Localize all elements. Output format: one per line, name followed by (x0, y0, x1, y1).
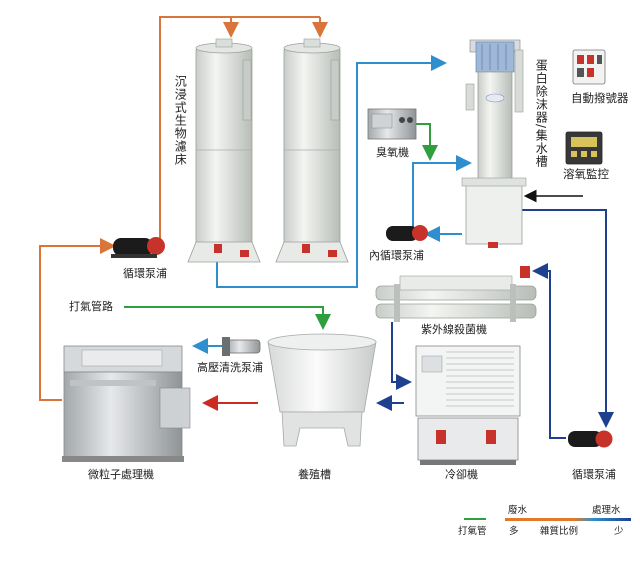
bio-filter-right (275, 38, 349, 263)
label-auto-dialer: 自動撥號器 (571, 91, 629, 105)
do-monitor (565, 131, 603, 165)
label-air-pipe: 打氣管路 (69, 300, 113, 313)
flow-orange-pump-to-filters (159, 16, 320, 248)
flow-cyan-filters-to-skimmer (216, 55, 447, 288)
legend-less: 少 (614, 526, 624, 537)
flow-navy-pump-to-uv (532, 263, 566, 439)
flow-lines (39, 16, 614, 439)
legend-bar (464, 518, 631, 521)
label-hp-pump: 高壓清洗泵浦 (197, 361, 263, 374)
legend-treated-water: 處理水 (592, 505, 621, 516)
flow-cyan-inner-pump (412, 155, 472, 230)
pump-inner (386, 225, 428, 241)
legend-air-line: 打氣管 (458, 526, 487, 537)
uv-sterilizer (375, 266, 537, 322)
flow-navy-sump-to-right-pump (520, 209, 614, 428)
pump-high-pressure (222, 337, 261, 356)
flow-orange-machine-to-pump (39, 238, 116, 401)
protein-skimmer (465, 39, 524, 183)
label-circ-pump-right: 循環泵浦 (572, 468, 616, 481)
label-uv: 紫外線殺菌機 (421, 323, 487, 336)
flow-green-ozone (416, 123, 438, 161)
label-micro-particle: 微粒子處理機 (88, 468, 154, 481)
label-do-monitor: 溶氧監控 (563, 167, 609, 181)
pump-right (568, 430, 613, 448)
label-ozone: 臭氧機 (376, 146, 409, 159)
flow-green-air-pipe (124, 306, 331, 330)
legend-more: 多 (509, 526, 519, 537)
flow-navy-uv-to-chiller (391, 322, 412, 390)
label-inner-pump: 內循環泵浦 (369, 249, 424, 262)
micro-particle-machine (62, 345, 191, 462)
label-protein-skimmer: 蛋白除沫器/集水槽 (534, 59, 549, 169)
auto-dialer (572, 49, 606, 85)
label-culture-tank: 養殖槽 (298, 468, 331, 481)
legend-waste-water: 廢水 (508, 505, 528, 516)
label-circ-pump-left: 循環泵浦 (123, 267, 167, 280)
bio-filter-left (187, 38, 261, 263)
legend-impurity-ratio: 雜質比例 (540, 526, 579, 537)
culture-tank (267, 333, 377, 447)
label-bio-filter: 沉浸式生物濾床 (173, 75, 188, 166)
label-chiller: 冷卻機 (445, 468, 478, 481)
ozone-machine (367, 108, 417, 140)
sump-tank (461, 177, 527, 248)
pump-left (111, 237, 165, 258)
chiller (415, 345, 521, 465)
